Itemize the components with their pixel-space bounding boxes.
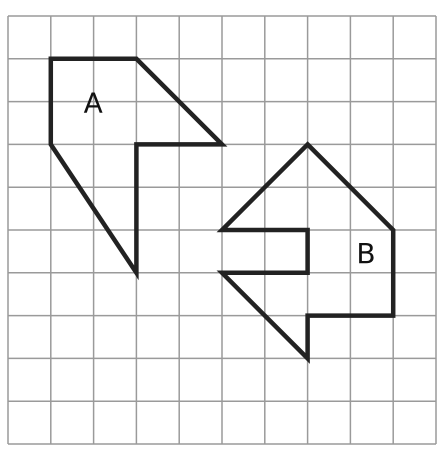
- shape-b-outline: [216, 141, 396, 364]
- shape-a-label: A: [84, 87, 103, 120]
- shapes-layer: A B: [48, 56, 396, 364]
- shape-b-label: B: [356, 237, 375, 270]
- shape-a-outline: [48, 56, 228, 281]
